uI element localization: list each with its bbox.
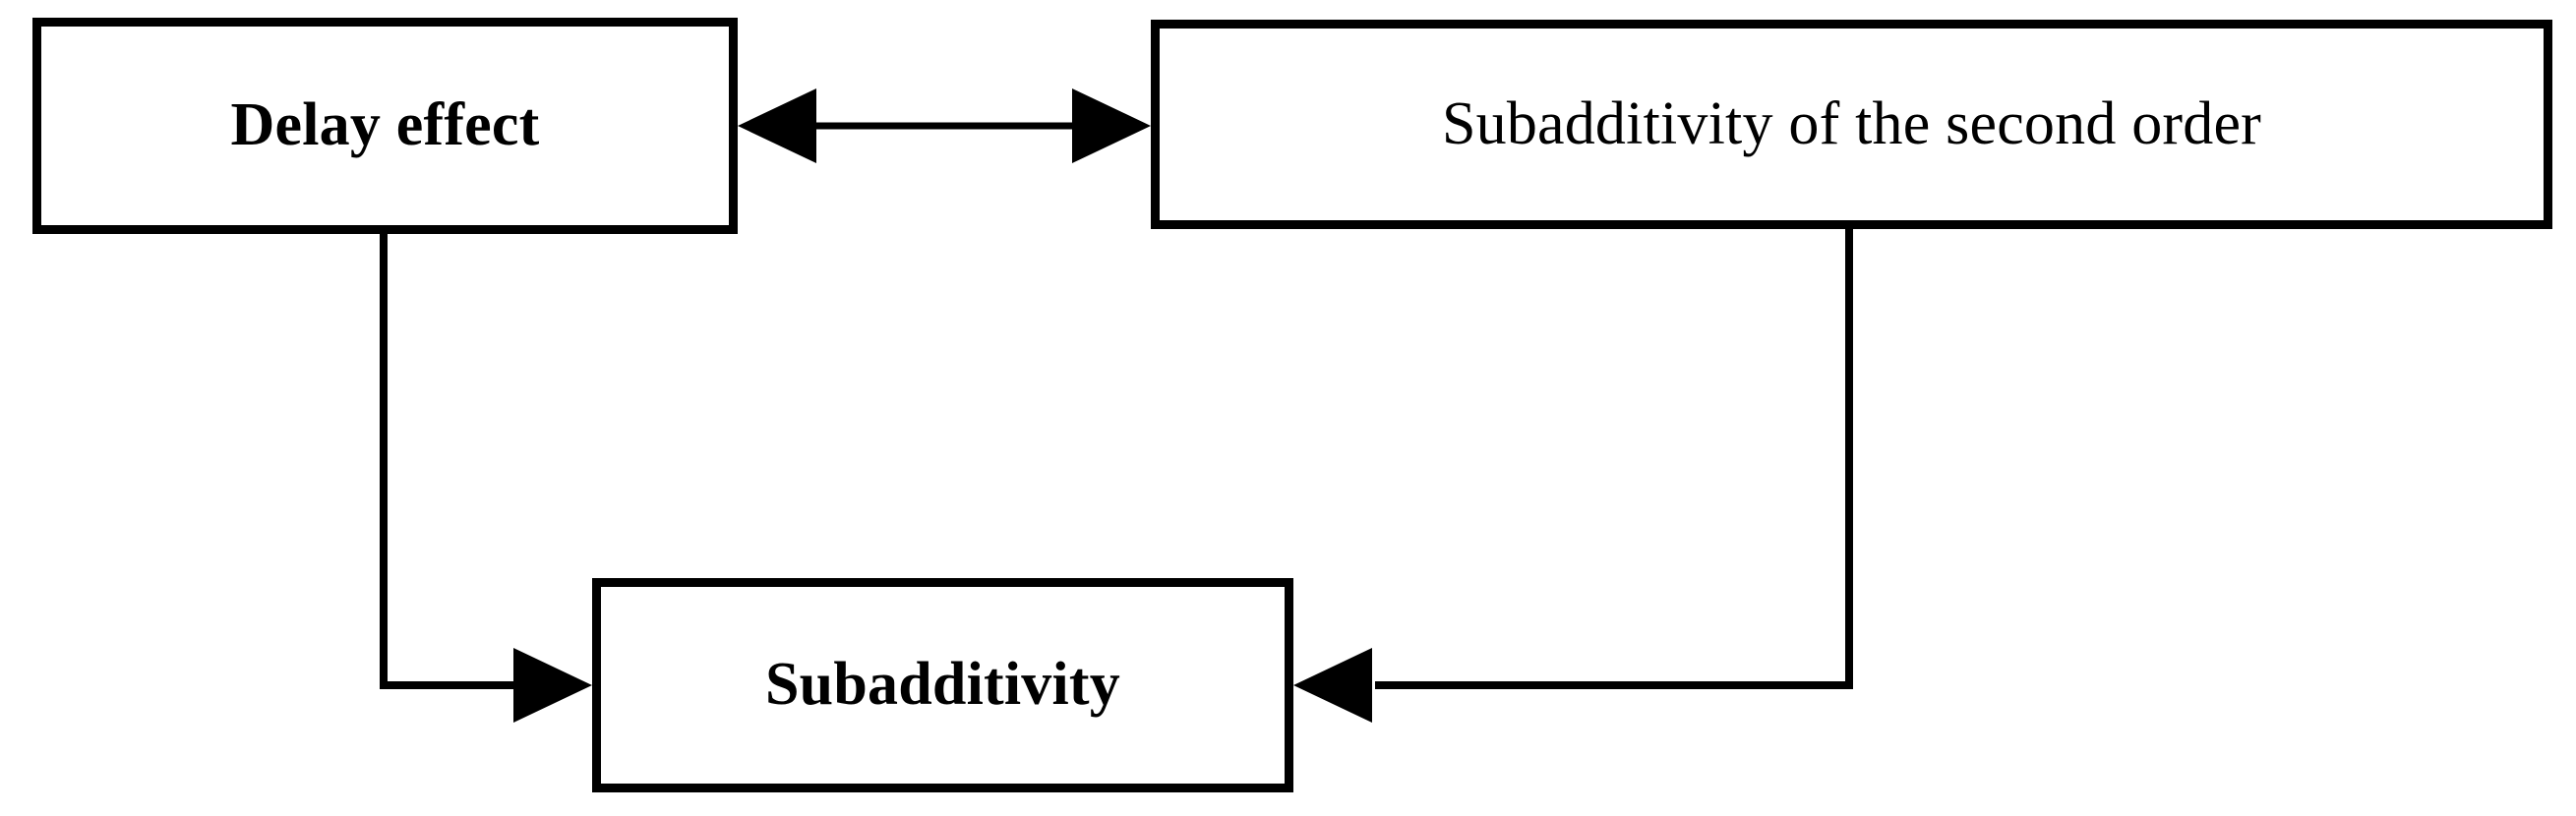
arrowhead-right-top (1072, 88, 1151, 163)
arrowhead-into-subadditivity-left (513, 648, 592, 723)
edge-delay-effect-to-subadditivity-second-order (738, 88, 1151, 163)
edge-subadditivity-second-order-to-subadditivity (1293, 229, 1853, 723)
edge-path-right-elbow (1375, 229, 1853, 689)
node-delay-effect-label: Delay effect (230, 91, 540, 159)
node-subadditivity-second-order: Subadditivity of the second order (1151, 20, 2552, 229)
node-subadditivity-label: Subadditivity (765, 651, 1120, 719)
node-subadditivity: Subadditivity (592, 578, 1293, 792)
arrowhead-into-subadditivity-right (1293, 648, 1372, 723)
edge-path-left-elbow (380, 234, 516, 689)
edge-delay-effect-to-subadditivity (380, 234, 592, 723)
node-subadditivity-second-order-label: Subadditivity of the second order (1441, 89, 2262, 157)
node-delay-effect: Delay effect (32, 18, 738, 234)
arrowhead-left-top (738, 88, 816, 163)
